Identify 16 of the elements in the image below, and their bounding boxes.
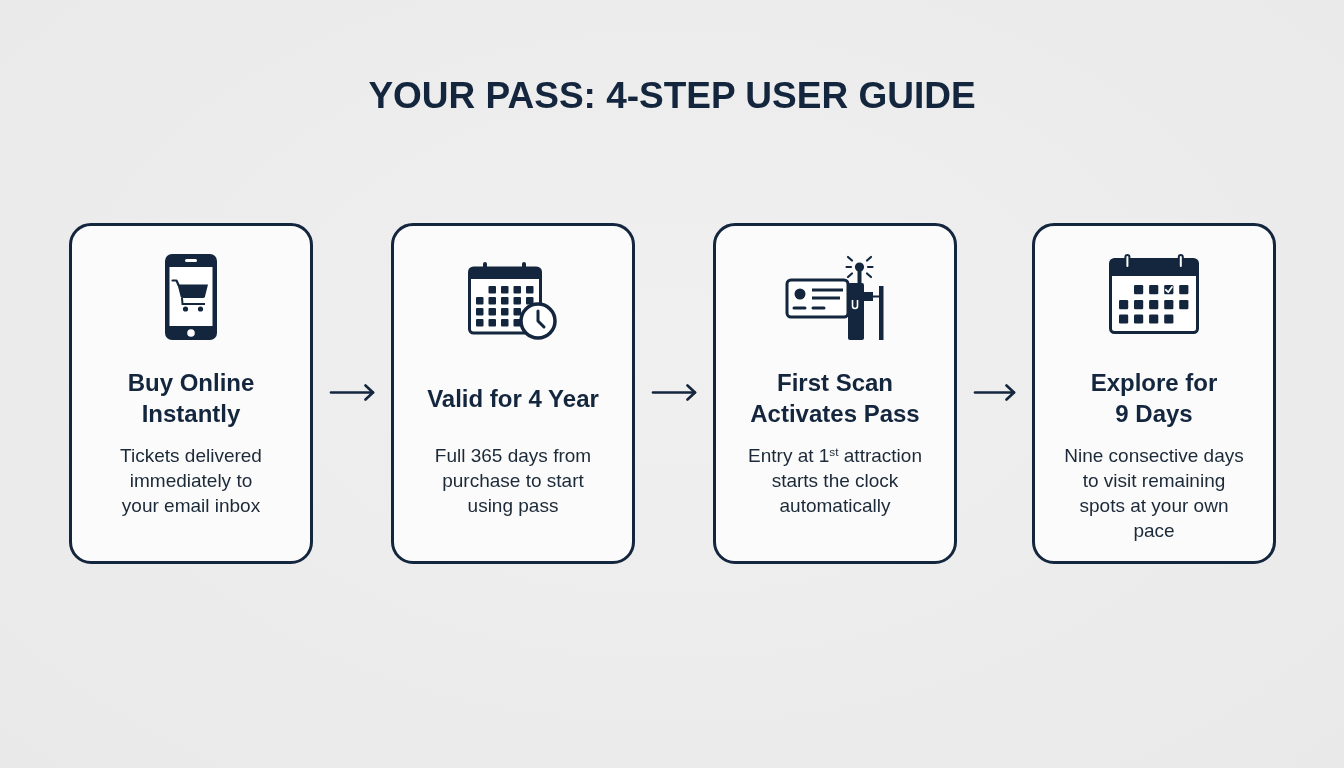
arrow [973, 384, 1016, 401]
step-description: Nine consective days to visit remaining spots at your own pace [1063, 444, 1245, 543]
step-card [713, 223, 957, 564]
arrow [329, 384, 375, 401]
step-title: Valid for 4 Year [427, 383, 599, 414]
step-description: Entry at 1$^{st}$ attraction starts the clock automatically [747, 443, 923, 518]
step-title: Explore for 9 Days [1089, 368, 1219, 429]
step-title: First Scan Activates Pass [749, 368, 921, 429]
step-card [391, 223, 635, 564]
step-card [69, 223, 313, 564]
diagram-title: YOUR PASS: 4-STEP USER GUIDE [368, 74, 976, 118]
step-description: Tickets delivered immediately to your email inbox [119, 444, 263, 518]
step-description: Full 365 days from purchase to start using pass [433, 444, 593, 518]
step-title: Buy Online Instantly [126, 368, 256, 429]
arrow [651, 384, 697, 401]
step-card [1032, 223, 1276, 564]
